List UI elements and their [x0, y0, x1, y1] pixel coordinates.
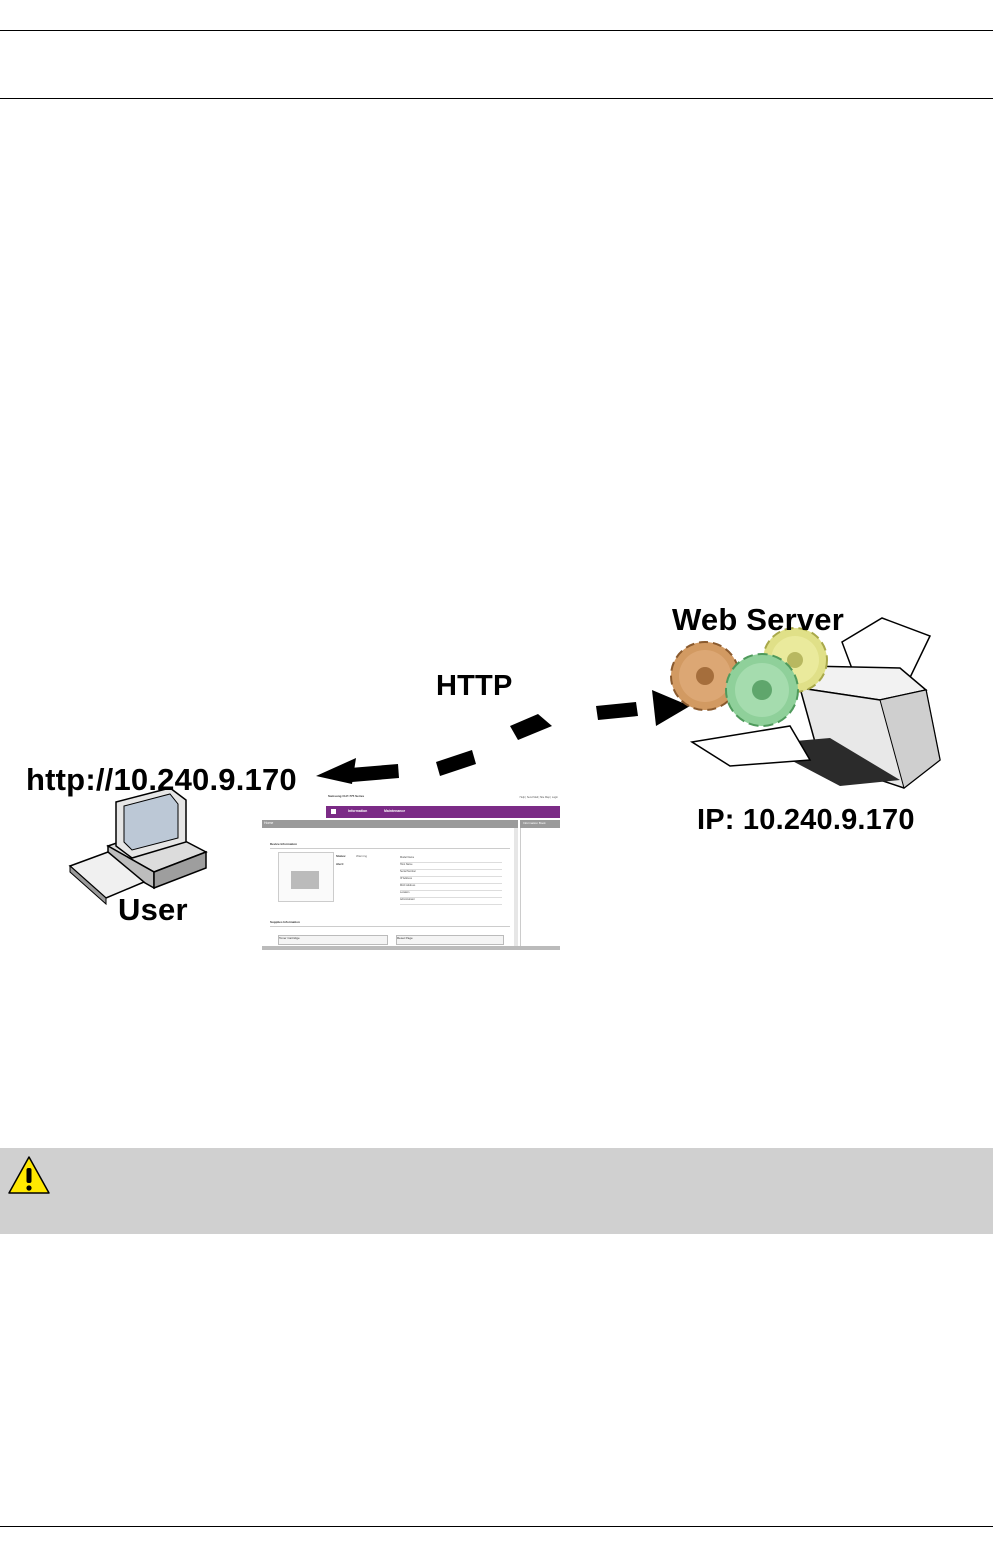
- footer-rule: [0, 1526, 993, 1527]
- webui-side-header-title: Information Book: [523, 821, 546, 825]
- computer-icon: [68, 787, 208, 906]
- webui-alert-label: Alert:: [336, 862, 344, 866]
- webui-table-row: Serial Number: [400, 870, 502, 877]
- webui-printer-image: [278, 852, 334, 902]
- url-label: http://10.240.9.170: [26, 762, 297, 797]
- webui-nav-information: Information: [348, 809, 368, 813]
- gear-green-icon: [725, 653, 799, 727]
- webui-supplies-information-heading: Supplies Information: [270, 920, 300, 924]
- http-label: HTTP: [436, 670, 513, 702]
- webui-table-row: Administrator: [400, 898, 502, 905]
- webui-table-row: IP Address: [400, 877, 502, 884]
- webui-header-bar: Home: [262, 820, 518, 828]
- webui-table-row: Model Name: [400, 856, 502, 863]
- warning-triangle-icon: [8, 1156, 50, 1194]
- caution-box: [0, 1148, 993, 1234]
- header-rule-bottom: [0, 98, 993, 99]
- webui-navbar: Information Maintenance: [326, 806, 560, 818]
- network-diagram: [68, 617, 941, 906]
- webui-table-row: Location: [400, 891, 502, 898]
- webui-bottom-bar: [262, 946, 560, 950]
- webui-info-table: Model Name Host Name Serial Number IP Ad…: [400, 856, 502, 905]
- ip-address-label: IP: 10.240.9.170: [697, 804, 915, 836]
- webui-table-row: MAC Address: [400, 884, 502, 891]
- dash-1: [350, 764, 399, 782]
- webui-scrollbar: [514, 828, 518, 946]
- webui-divider-1: [270, 848, 510, 849]
- webui-nav-maintenance: Maintenance: [384, 809, 406, 813]
- webui-status-label: Status:: [336, 854, 347, 858]
- webui-top-links: Help | Send Mail | Site Map | Login: [519, 796, 558, 799]
- webui-divider-2: [270, 926, 510, 927]
- user-label: User: [118, 892, 188, 927]
- arrow-head-right: [652, 690, 690, 726]
- webui-title: Samsung CLP-775 Series: [328, 794, 365, 798]
- webui-device-information-heading: Device Information: [270, 842, 298, 846]
- webui-header-title: Home: [264, 821, 274, 825]
- webui-side-header: Information Book: [520, 820, 560, 828]
- webui-toner-cartridge-box: Toner Cartridge: [278, 935, 388, 945]
- dash-2: [436, 750, 476, 776]
- web-server-label: Web Server: [672, 602, 845, 637]
- dash-4: [596, 702, 638, 720]
- dash-3: [510, 714, 552, 740]
- embedded-web-ui-screenshot: Samsung CLP-775 Series Help | Send Mail …: [262, 792, 560, 950]
- home-icon: [331, 809, 336, 814]
- http-dashed-arrow: [316, 690, 690, 784]
- webui-reset-page-box: Reset Page: [396, 935, 504, 945]
- gear-orange-icon: [670, 641, 740, 711]
- webui-table-row: Host Name: [400, 863, 502, 870]
- webui-sidebar: [520, 828, 560, 946]
- printer-icon: [689, 617, 941, 789]
- header-rule-top: [0, 30, 993, 31]
- webui-status-value: Warning: [356, 854, 368, 858]
- arrow-head-left: [316, 758, 356, 784]
